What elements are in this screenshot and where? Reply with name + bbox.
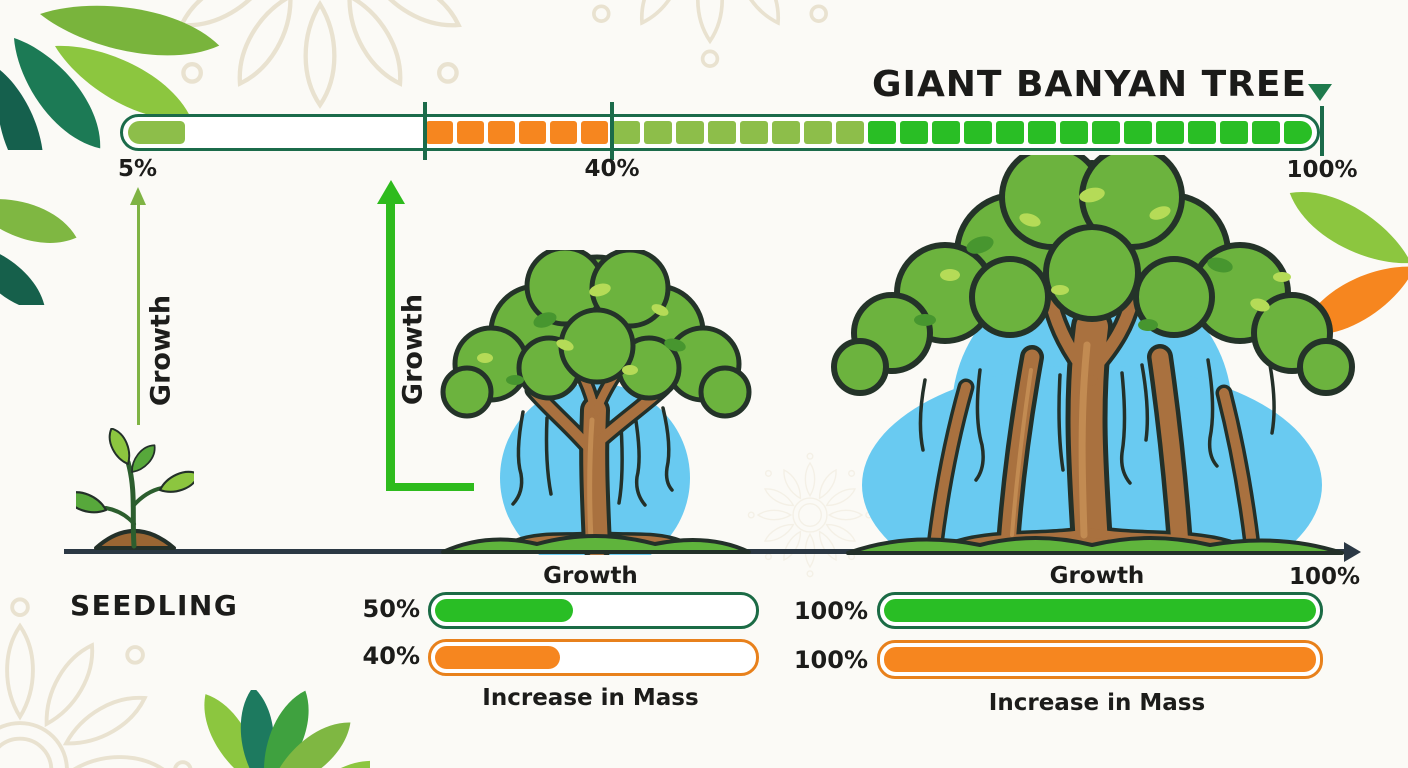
scale-end-marker-icon: [1308, 84, 1332, 101]
scale-segment: [1092, 121, 1120, 144]
medium-mass-bar: [428, 639, 759, 676]
giant-mass-bar-fill: [884, 647, 1316, 672]
scale-segments: [426, 121, 1312, 144]
medium-growth-arrow: [386, 202, 395, 491]
medium-growth-arrow-head: [377, 180, 405, 204]
scale-label-5: 5%: [118, 156, 158, 182]
giant-growth-bar-fill: [884, 599, 1316, 622]
axis-arrowhead-icon: [1344, 542, 1361, 562]
medium-growth-title: Growth: [543, 563, 638, 589]
giant-growth-bar: [877, 592, 1323, 629]
mandala-top-center: [540, 0, 880, 75]
scale-tick-40: [610, 102, 614, 160]
giant-mass-bar: [877, 640, 1323, 679]
leaves-left-middle: [0, 186, 82, 305]
scale-segment: [550, 121, 577, 144]
scale-segment: [1284, 121, 1312, 144]
scale-segment: [1060, 121, 1088, 144]
scale-segment: [740, 121, 768, 144]
scale-segment: [772, 121, 800, 144]
medium-growth-arrow-arm: [386, 483, 474, 491]
axis-end-label: 100%: [1288, 564, 1361, 590]
giant-mass-pct: 100%: [793, 646, 868, 674]
scale-segment: [1124, 121, 1152, 144]
growth-scale-bar: [120, 114, 1320, 151]
scale-segment: [519, 121, 546, 144]
scale-segment: [581, 121, 608, 144]
scale-segment: [644, 121, 672, 144]
scale-segment: [868, 121, 896, 144]
seedling-growth-arrow-head: [130, 187, 146, 205]
giant-banyan-tree-illustration: [831, 155, 1355, 555]
medium-growth-bar: [428, 592, 759, 629]
medium-growth-pct: 50%: [362, 595, 420, 623]
medium-growth-bar-fill: [435, 599, 574, 622]
medium-banyan-tree-illustration: [440, 250, 752, 555]
medium-mass-title: Increase in Mass: [482, 685, 699, 711]
scale-segment: [804, 121, 832, 144]
scale-tick-start-of-orange: [423, 102, 427, 160]
scale-segment: [964, 121, 992, 144]
medium-growth-arrow-label: Growth: [397, 293, 429, 406]
scale-start-fill: [128, 121, 185, 144]
giant-growth-pct: 100%: [793, 597, 868, 625]
giant-growth-title: Growth: [1049, 563, 1145, 589]
scale-segment: [426, 121, 453, 144]
medium-mass-bar-fill: [435, 646, 561, 669]
scale-segment: [488, 121, 515, 144]
scale-segment: [900, 121, 928, 144]
scale-segment: [676, 121, 704, 144]
scale-segment: [1156, 121, 1184, 144]
scale-segment: [457, 121, 484, 144]
page-title: GIANT BANYAN TREE: [872, 64, 1308, 105]
scale-segment: [1220, 121, 1248, 144]
scale-segment: [996, 121, 1024, 144]
scale-segment: [836, 121, 864, 144]
seedling-growth-arrow-label: Growth: [145, 294, 177, 407]
scale-label-100: 100%: [1286, 157, 1358, 183]
leaves-bottom-center: [191, 690, 370, 768]
scale-segment: [1028, 121, 1056, 144]
scale-segment: [1188, 121, 1216, 144]
stage-label-seedling: SEEDLING: [70, 589, 239, 622]
scale-tick-100: [1320, 106, 1324, 156]
scale-segment: [932, 121, 960, 144]
medium-mass-pct: 40%: [362, 642, 420, 670]
seedling-illustration: [76, 428, 194, 550]
scale-label-40: 40%: [584, 156, 640, 182]
scale-segment: [612, 121, 640, 144]
giant-mass-title: Increase in Mass: [988, 690, 1206, 716]
scale-segment: [1252, 121, 1280, 144]
seedling-growth-arrow: [137, 203, 140, 425]
scale-segment: [708, 121, 736, 144]
